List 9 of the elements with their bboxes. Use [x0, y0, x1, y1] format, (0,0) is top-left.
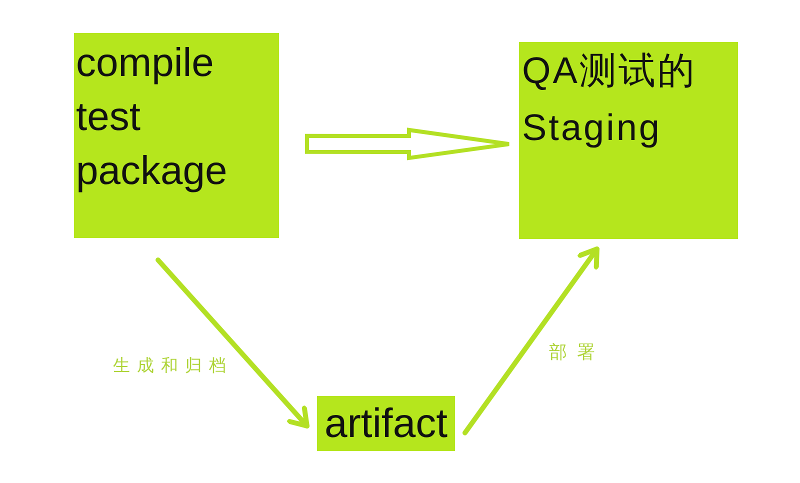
arrow: [156, 258, 310, 428]
node-text: QA测试的 Staging: [522, 49, 698, 150]
node-text: artifact: [323, 399, 449, 448]
process-box: [317, 396, 455, 451]
arrow: [462, 246, 600, 436]
process-box: [74, 33, 279, 238]
block-arrow: [305, 128, 511, 160]
node-text: compile test package: [76, 40, 228, 195]
process-box: [519, 42, 738, 239]
